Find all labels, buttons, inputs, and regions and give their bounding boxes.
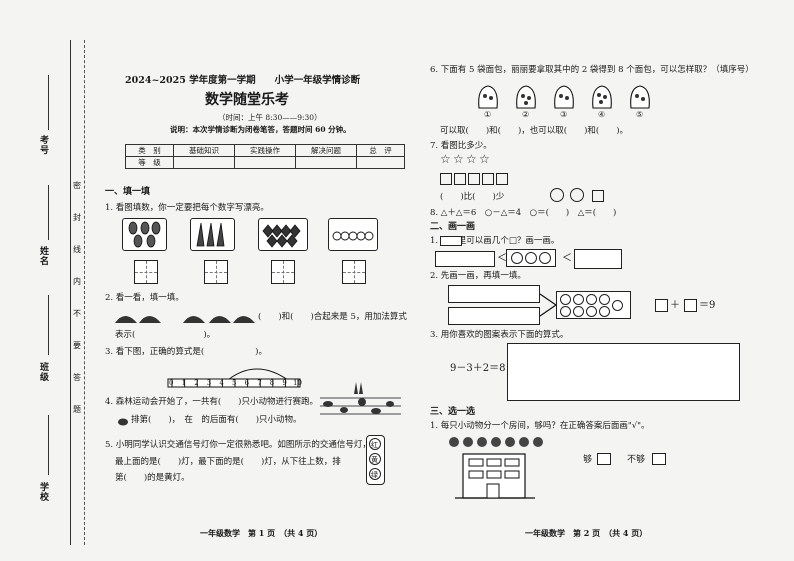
traffic-light: 红 黄 绿 bbox=[366, 435, 385, 485]
square-icon bbox=[454, 173, 466, 185]
section-2-title: 二、画一画 bbox=[430, 222, 476, 232]
circle-icon bbox=[550, 188, 564, 202]
q6-text: 6. 下面有 5 袋面包，丽丽要拿取其中的 2 袋得到 8 个面包，可以怎样取？… bbox=[430, 65, 754, 75]
term-line: 2024~2025 学年度第一学期 小学一年级学情诊断 bbox=[125, 75, 361, 86]
exam-no-blank bbox=[48, 75, 49, 130]
circles-box bbox=[506, 249, 556, 267]
draw-box-1[interactable] bbox=[435, 251, 495, 267]
q4-text: 4. 森林运动会开始了，一共有( )只小动物进行赛跑。 bbox=[105, 397, 318, 407]
page-title: 数学随堂乐考 bbox=[205, 92, 289, 108]
left-footer: 一年级数学 第 1 页 （共 4 页） bbox=[200, 528, 323, 538]
star-icon: ☆ bbox=[466, 152, 477, 166]
q5-text-3: 第( )的是黄灯。 bbox=[115, 473, 190, 483]
whales-icon bbox=[115, 316, 255, 323]
section-1-title: 一、填一填 bbox=[105, 187, 151, 197]
q7-text: 7. 看图比多少。 bbox=[430, 141, 492, 151]
picture-carrot bbox=[190, 218, 235, 251]
q5-text-2: 最上面的是( )灯，最下面的是( )灯，从下往上数，排 bbox=[115, 457, 341, 467]
rabbit-icon bbox=[118, 418, 128, 426]
circle-icon bbox=[570, 188, 584, 202]
circles-group bbox=[556, 291, 631, 319]
bread-bags-icon bbox=[478, 85, 650, 109]
sum-text: ＝9 bbox=[699, 300, 716, 311]
section-3-title: 三、选一选 bbox=[430, 407, 476, 417]
q7-answer: ( )比( )少 bbox=[440, 192, 505, 202]
binding-line bbox=[70, 40, 71, 545]
draw-box-2[interactable] bbox=[574, 249, 622, 269]
exam-time: （时间：上午 8:30——9:30） bbox=[218, 113, 322, 122]
picture-leaves bbox=[258, 218, 308, 251]
addend-box-1[interactable] bbox=[655, 299, 668, 312]
draw-2-top-box[interactable] bbox=[448, 285, 540, 303]
not-enough-label: 不够 bbox=[627, 455, 646, 465]
draw-3-area[interactable] bbox=[507, 343, 740, 401]
plus-sign: ＋ bbox=[670, 300, 680, 311]
draw-1-text: 1. 里可以画几个□？画一画。 bbox=[430, 236, 560, 246]
cut-line bbox=[84, 40, 85, 545]
picture-eggplant bbox=[122, 218, 167, 251]
less-than-1: ＜ bbox=[497, 253, 507, 264]
animals-row-icon bbox=[449, 437, 543, 447]
name-blank bbox=[48, 185, 49, 240]
draw-1-sample-box bbox=[440, 236, 462, 246]
race-animals-icon bbox=[320, 382, 401, 415]
star-icon: ☆ bbox=[479, 152, 490, 166]
square-icon bbox=[468, 173, 480, 185]
stars-row: ☆☆ ☆☆ bbox=[440, 153, 500, 167]
picture-tomatoes bbox=[328, 218, 378, 251]
q2-blanks: ( )和( )合起来是 5，用加法算式 bbox=[258, 312, 407, 322]
q5-text: 5. 小明同学认识交通信号灯你一定很熟悉吧。如图所示的交通信号灯， bbox=[105, 440, 371, 450]
enough-checkbox[interactable] bbox=[597, 453, 611, 465]
draw-2-bottom-box[interactable] bbox=[448, 307, 540, 325]
less-than-2: ＜ bbox=[562, 253, 572, 264]
addend-box-2[interactable] bbox=[684, 299, 697, 312]
q2-text: 2. 看一看，填一填。 bbox=[105, 293, 184, 303]
q3-text: 3. 看下图，正确的算式是( )。 bbox=[105, 347, 267, 357]
school-blank bbox=[48, 415, 49, 475]
draw-3-text: 3. 用你喜欢的图案表示下面的算式。 bbox=[430, 330, 569, 340]
name-label: 姓名 bbox=[40, 247, 50, 267]
grade-table: 类 别基础知识实践操作解决问题总 评 等 级 bbox=[125, 144, 405, 169]
number-line bbox=[167, 368, 301, 388]
square-icon bbox=[496, 173, 508, 185]
right-footer: 一年级数学 第 2 页 （共 4 页） bbox=[525, 528, 648, 538]
square-icon bbox=[440, 173, 452, 185]
square-icon bbox=[482, 173, 494, 185]
choose-1-text: 1. 每只小动物分一个房间，够吗？在正确答案后面画"√"。 bbox=[430, 421, 650, 431]
class-label: 班级 bbox=[40, 363, 50, 383]
not-enough-checkbox[interactable] bbox=[652, 453, 666, 465]
q2-equation-blank: 表示( )。 bbox=[115, 330, 216, 340]
star-icon: ☆ bbox=[453, 152, 464, 166]
draw-3-equation: 9－3＋2＝8 bbox=[450, 363, 506, 374]
q1-text: 1. 看图填数，你一定要把每个数字写漂亮。 bbox=[105, 203, 269, 213]
square-icon bbox=[592, 190, 604, 202]
cut-line-text: 密封线内 不要答题 bbox=[73, 181, 81, 414]
answer-grid-2[interactable] bbox=[204, 260, 228, 284]
q6-answer: 可以取( )和( )，也可以取( )和( )。 bbox=[440, 126, 629, 136]
star-icon: ☆ bbox=[440, 152, 451, 166]
school-label: 学校 bbox=[40, 483, 50, 503]
enough-label: 够 bbox=[583, 455, 593, 465]
q4-text-2: 排第( )， 在 的后面有( )只小动物。 bbox=[131, 415, 302, 425]
apartment-building-icon bbox=[455, 453, 535, 499]
q8-text: 8. △＋△＝6 ○－△＝4 ○＝( ) △＝( ) bbox=[430, 208, 617, 218]
exam-note: 说明：本次学情诊断为闭卷笔答，答题时间 60 分钟。 bbox=[170, 125, 351, 134]
answer-grid-4[interactable] bbox=[342, 260, 366, 284]
answer-grid-3[interactable] bbox=[271, 260, 295, 284]
class-blank bbox=[48, 295, 49, 355]
draw-2-text: 2. 先画一画，再填一填。 bbox=[430, 271, 526, 281]
answer-grid-1[interactable] bbox=[134, 260, 158, 284]
exam-no-label: 考号 bbox=[40, 136, 50, 156]
